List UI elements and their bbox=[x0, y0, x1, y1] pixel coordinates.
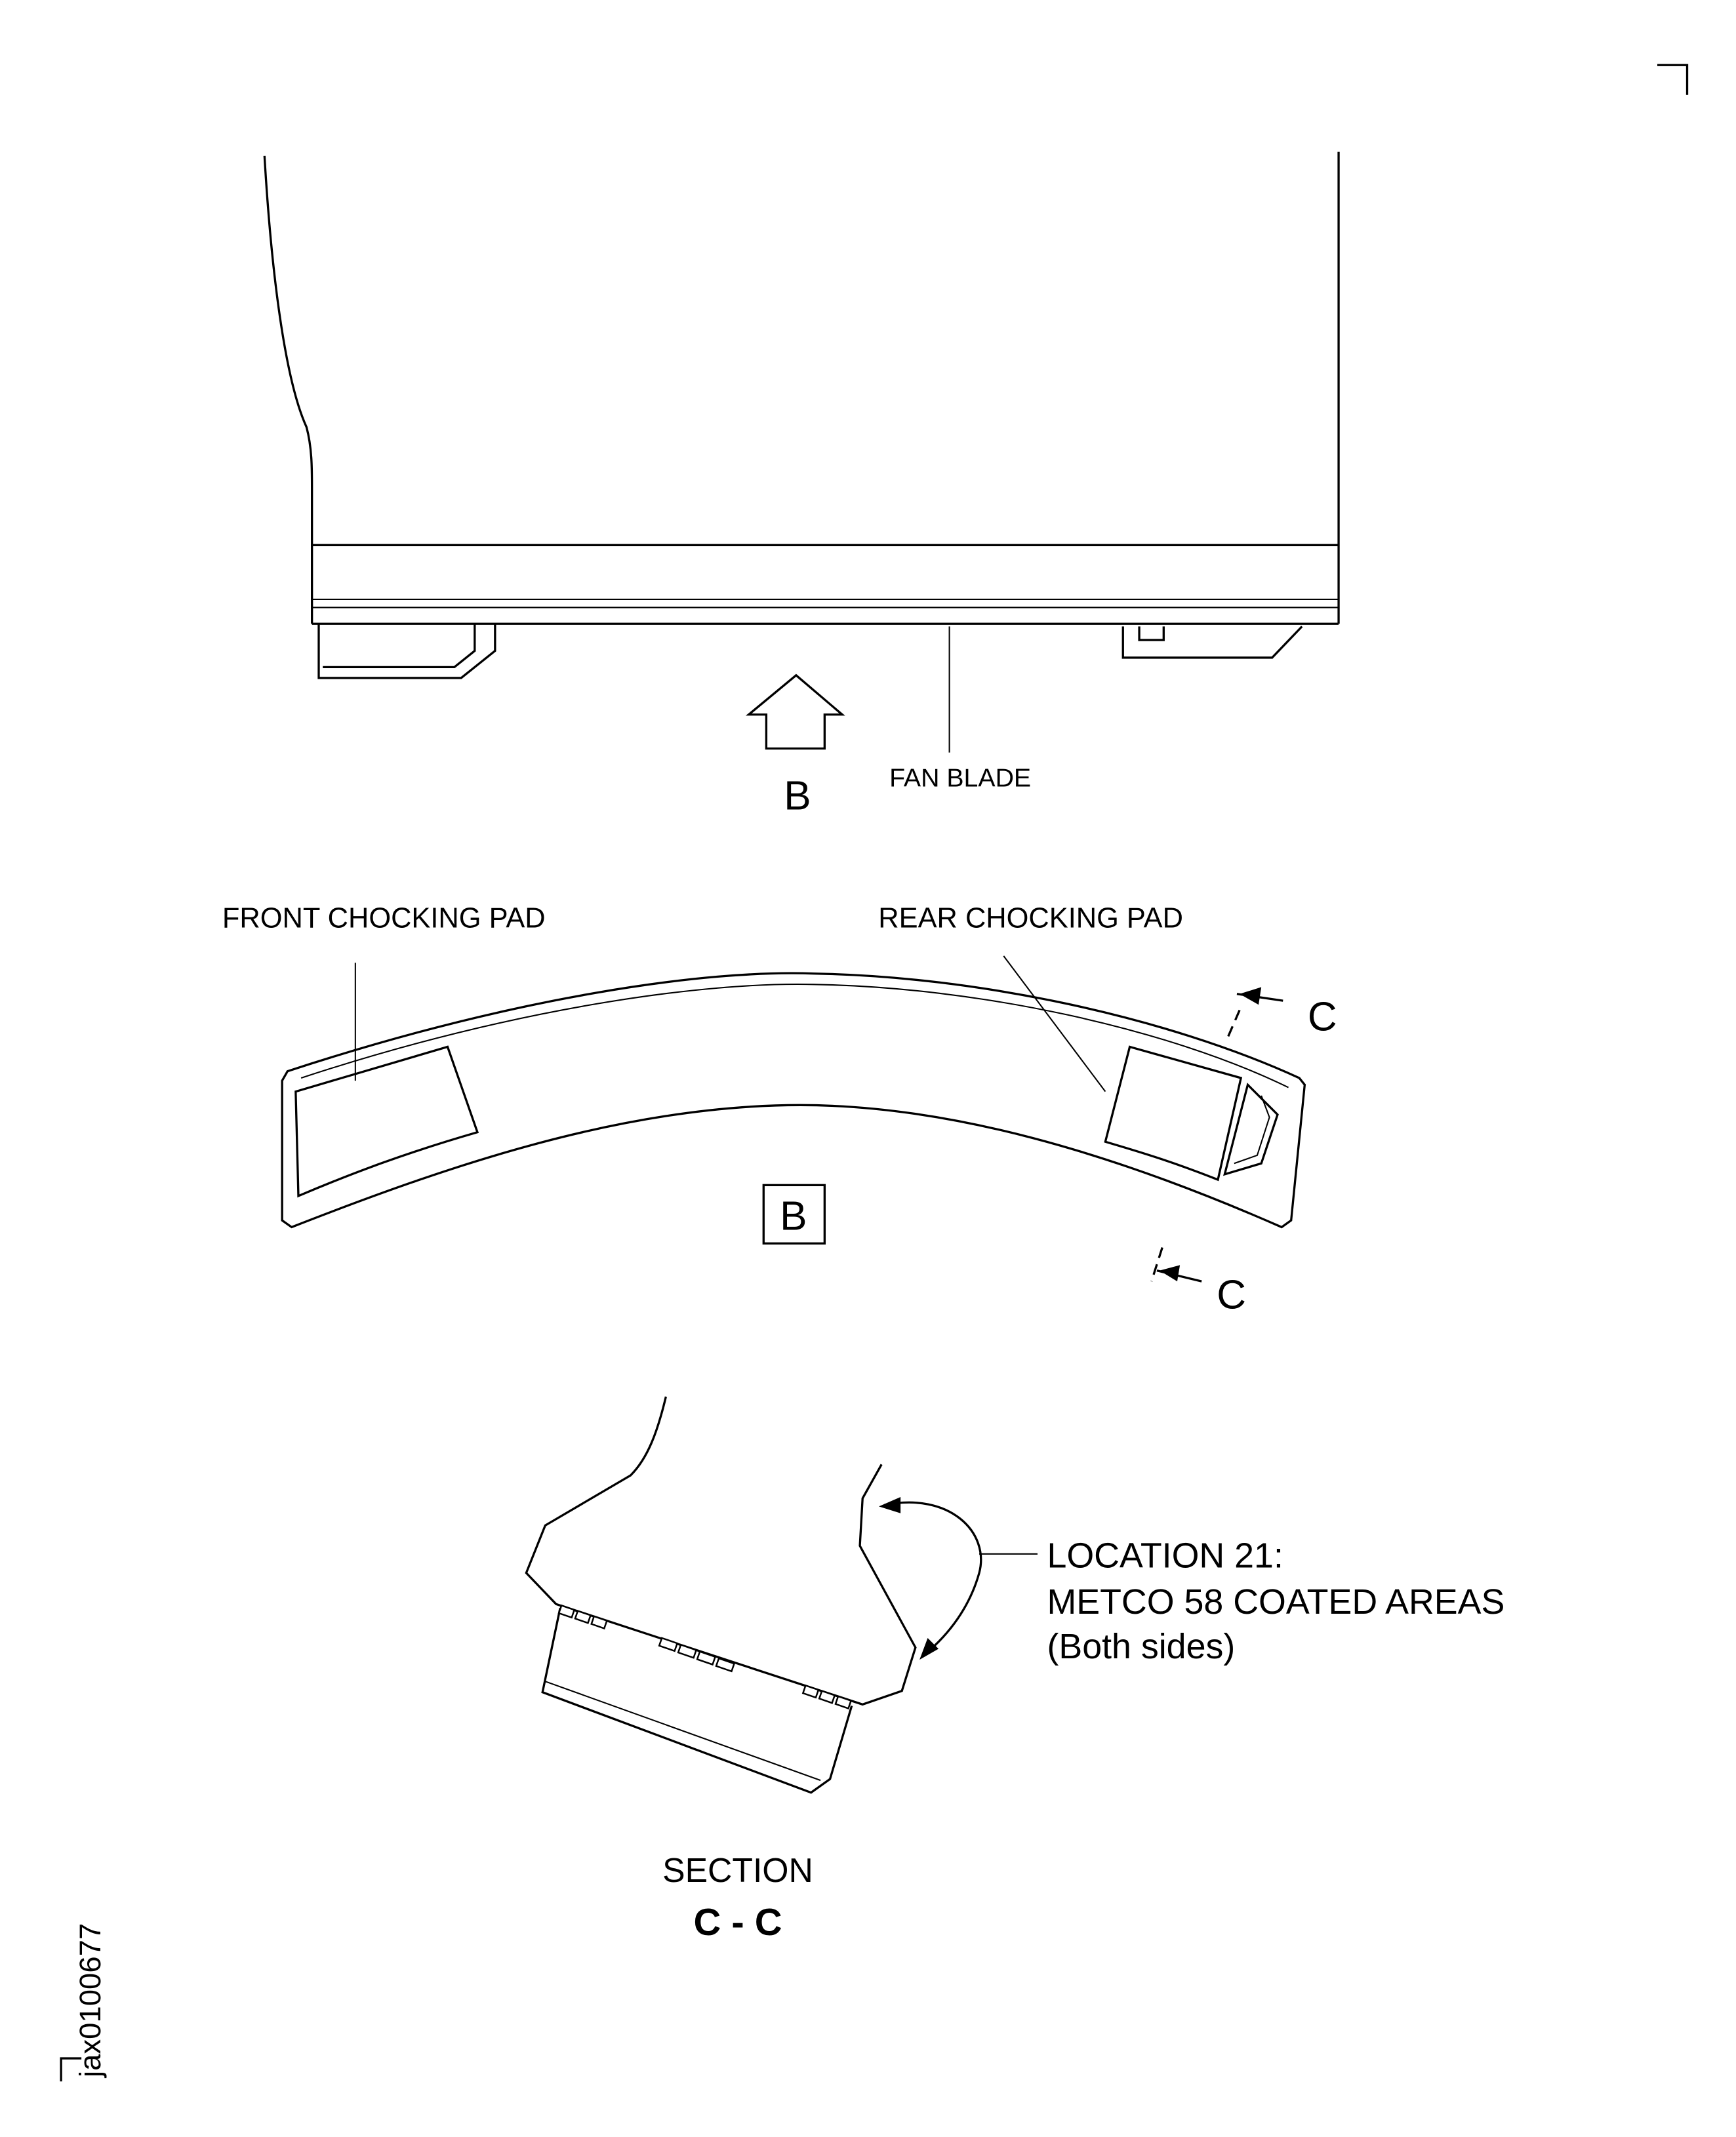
front-foot bbox=[317, 624, 496, 679]
callout-line2: METCO 58 COATED AREAS bbox=[1047, 1582, 1504, 1622]
front-pad-label: FRONT CHOCKING PAD bbox=[222, 902, 546, 934]
rear-foot bbox=[1121, 626, 1303, 659]
platform-outline bbox=[281, 972, 1306, 1229]
coated-areas bbox=[557, 1604, 853, 1709]
rear-pad-leader bbox=[1003, 955, 1106, 1092]
view-tag: B bbox=[780, 1194, 807, 1239]
front-chocking-pad bbox=[294, 1045, 479, 1198]
blade-section-outline bbox=[525, 1396, 917, 1706]
section-name: C - C bbox=[693, 1902, 782, 1944]
view-b: FRONT CHOCKING PAD REAR CHOCKING PAD C C… bbox=[222, 902, 1337, 1317]
callout-line1: LOCATION 21: bbox=[1047, 1536, 1283, 1575]
section-cut-top bbox=[1224, 1009, 1241, 1042]
platform-section bbox=[541, 1608, 853, 1794]
section-title: SECTION bbox=[662, 1851, 813, 1889]
fan-blade-label: FAN BLADE bbox=[889, 763, 1031, 792]
figure-id: jax0100677 bbox=[73, 1923, 107, 2079]
section-mark-bottom: C bbox=[1217, 1273, 1246, 1318]
view-arrow-label: B bbox=[784, 774, 811, 819]
section-cut-bottom bbox=[1150, 1247, 1163, 1282]
section-mark-top: C bbox=[1308, 995, 1337, 1040]
rear-pad-label: REAR CHOCKING PAD bbox=[878, 902, 1183, 934]
callout-line3: (Both sides) bbox=[1047, 1627, 1235, 1666]
section-cc: LOCATION 21: METCO 58 COATED AREAS (Both… bbox=[525, 1396, 1504, 1944]
view-tag-box bbox=[762, 1184, 826, 1245]
fan-blade-view: B FAN BLADE bbox=[263, 151, 1340, 819]
corner-mark-bottom-left bbox=[60, 2057, 82, 2082]
view-b-arrow-icon bbox=[745, 673, 845, 750]
corner-mark-top-right bbox=[1657, 64, 1689, 95]
rear-chocking-pad bbox=[1104, 1045, 1243, 1182]
callout-arc bbox=[883, 1501, 982, 1656]
